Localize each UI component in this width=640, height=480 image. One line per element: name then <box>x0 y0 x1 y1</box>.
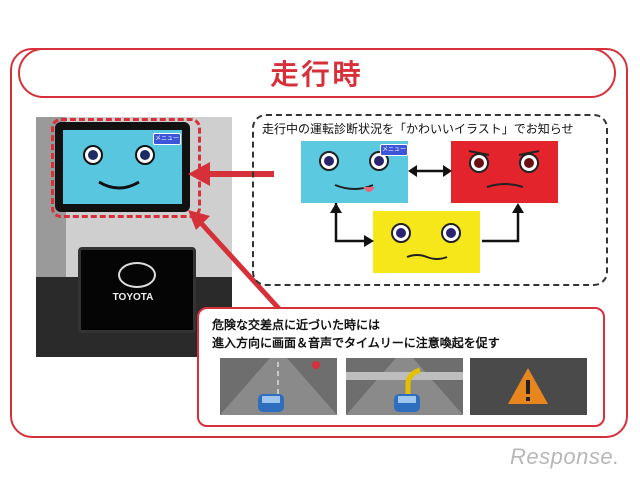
double-arrow-icon <box>408 165 452 177</box>
face-menu-button[interactable]: メニュー <box>380 144 408 156</box>
blue-face: メニュー <box>301 141 408 203</box>
diagnosis-title: 走行中の運転診断状況を「かわいいイラスト」でお知らせ <box>262 122 574 136</box>
display-face-icon <box>83 145 155 190</box>
toyota-logo-icon <box>118 262 156 288</box>
warning-triangle-icon <box>508 368 548 404</box>
dashboard-display: メニュー <box>63 130 182 204</box>
intersection-thumbnail <box>220 358 337 415</box>
diagnosis-panel <box>252 114 608 286</box>
page-title: 走行時 <box>270 58 364 91</box>
frowning-face-icon <box>468 150 540 188</box>
title-banner: 走行時 <box>18 48 616 98</box>
warning-thumbnail <box>470 358 587 415</box>
response-watermark: Response. <box>510 444 620 469</box>
turn-guidance-thumbnail <box>346 358 463 415</box>
display-highlight <box>51 118 201 218</box>
red-arrowhead-icon <box>188 162 210 186</box>
brand-label: TOYOTA <box>112 292 154 303</box>
red-face <box>451 141 558 203</box>
left-return-arrow-icon <box>330 203 374 247</box>
neutral-face-icon <box>391 223 461 260</box>
navigation-unit <box>78 247 196 333</box>
display-menu-button[interactable]: メニュー <box>153 133 181 145</box>
yellow-face <box>373 211 480 273</box>
smiling-face-icon <box>319 151 389 192</box>
alert-line-1: 危険な交差点に近づいた時には <box>212 318 381 332</box>
alert-line-2: 進入方向に画面＆音声でタイムリーに注意喚起を促す <box>212 336 500 350</box>
right-return-arrow-icon <box>482 203 524 243</box>
red-arrow-line <box>202 171 274 177</box>
red-diagonal-arrow-icon <box>188 210 284 314</box>
